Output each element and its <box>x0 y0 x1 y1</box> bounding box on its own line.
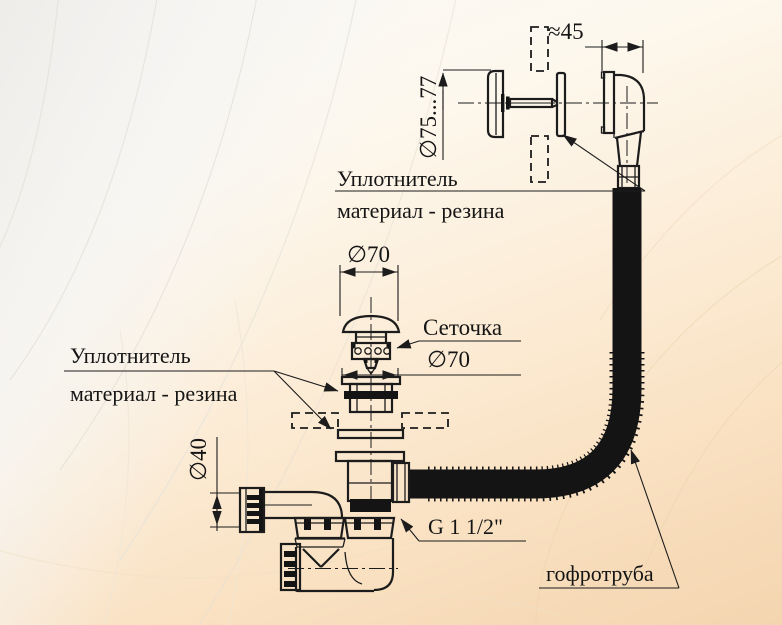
dim-overflow-diameter-text: ∅75...77 <box>416 76 441 159</box>
dim-thread-size-text: G 1 1/2" <box>428 514 503 539</box>
union-nut-left <box>293 516 346 540</box>
label-corrugated-pipe-text: гофротруба <box>546 561 654 586</box>
dimension-overflow-diameter: ∅75...77 <box>416 69 491 160</box>
tee-thread-seal <box>350 499 391 512</box>
outlet-cap-nut <box>238 486 266 534</box>
overflow-cover-plate <box>486 69 505 139</box>
drain-stem <box>362 357 380 376</box>
drain-threaded-body <box>344 382 398 414</box>
corrugated-pipe <box>409 188 645 502</box>
dimension-outlet-diameter: ∅40 <box>186 437 241 531</box>
label-overflow-seal-line1: Уплотнитель <box>337 166 458 191</box>
tub-wall-dashed-top <box>530 26 549 72</box>
dim-outlet-diameter-text: ∅40 <box>186 438 211 481</box>
overflow-rubber-gasket <box>555 71 567 138</box>
dimension-flange-diameter: ∅70 <box>341 347 521 380</box>
tub-bottom-dashed-right <box>401 412 449 429</box>
label-corrugated-pipe: гофротруба <box>539 449 680 589</box>
trap-ribbed-nut <box>279 542 302 592</box>
dim-flange-diameter-text: ∅70 <box>427 347 470 372</box>
trap-funnel <box>294 537 346 568</box>
overflow-assembly <box>458 26 658 203</box>
dimension-thread-size: G 1 1/2" <box>400 514 526 542</box>
drain-cap-dome <box>341 314 401 334</box>
trap-body <box>294 538 395 593</box>
label-overflow-seal: Уплотнитель материал - резина <box>335 134 646 223</box>
tub-wall-dashed-bottom <box>530 135 549 183</box>
label-overflow-seal-line2: материал - резина <box>337 198 505 223</box>
label-drain-seal-line2: материал - резина <box>70 381 238 406</box>
rubber-seal-upper <box>344 391 398 399</box>
overflow-elbow <box>600 70 646 167</box>
siphon-trap <box>238 486 398 593</box>
label-drain-seal: Уплотнитель материал - резина <box>64 343 339 430</box>
label-strainer-text: Сеточка <box>423 315 502 340</box>
label-strainer: Сеточка <box>396 315 521 349</box>
dimension-overflow-width: ≈45 <box>548 19 644 73</box>
drain-assembly <box>291 297 449 512</box>
corrugated-tube <box>409 188 642 499</box>
union-nut-right <box>343 516 396 540</box>
outlet-pipe <box>261 490 344 520</box>
overflow-screw <box>501 94 559 112</box>
dim-cap-diameter-text: ∅70 <box>347 242 390 267</box>
dimension-cap-diameter: ∅70 <box>339 242 399 321</box>
rubber-gasket-lower <box>336 428 405 440</box>
tub-bottom-dashed-left <box>291 412 339 429</box>
label-drain-seal-line1: Уплотнитель <box>70 343 191 368</box>
tube-tee-connector <box>391 461 411 504</box>
dim-overflow-width-text: ≈45 <box>548 19 584 44</box>
